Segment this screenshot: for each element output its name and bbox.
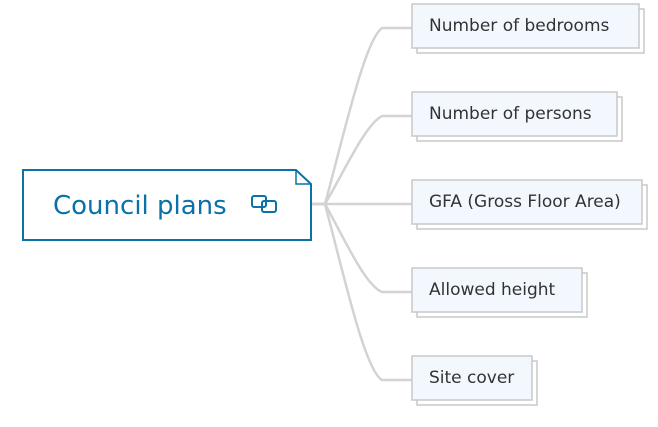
child-node-label: Site cover — [429, 368, 514, 388]
root-node[interactable]: Council plans — [22, 169, 312, 241]
connector-1 — [312, 26, 412, 206]
child-node-box — [411, 3, 640, 49]
child-node-allowed-height[interactable]: Allowed height — [411, 267, 588, 318]
connector-4 — [312, 202, 412, 294]
child-node-box — [411, 179, 643, 225]
child-node-box — [411, 267, 583, 313]
child-node-number-of-persons[interactable]: Number of persons — [411, 91, 623, 142]
child-node-box — [411, 355, 533, 401]
child-node-label: Number of persons — [429, 104, 592, 124]
connector-5 — [312, 202, 412, 382]
child-node-label: GFA (Gross Floor Area) — [429, 192, 621, 212]
child-node-label: Number of bedrooms — [429, 16, 610, 36]
linked-copy-icon[interactable] — [251, 195, 277, 213]
connectors — [312, 26, 412, 382]
child-node-gfa[interactable]: GFA (Gross Floor Area) — [411, 179, 648, 230]
root-node-fold — [295, 170, 311, 185]
root-node-box — [22, 169, 312, 241]
child-node-box — [411, 91, 618, 137]
connector-2 — [312, 114, 412, 206]
child-node-site-cover[interactable]: Site cover — [411, 355, 538, 406]
root-node-label: Council plans — [53, 191, 227, 221]
child-node-label: Allowed height — [429, 280, 556, 300]
child-node-number-of-bedrooms[interactable]: Number of bedrooms — [411, 3, 645, 54]
